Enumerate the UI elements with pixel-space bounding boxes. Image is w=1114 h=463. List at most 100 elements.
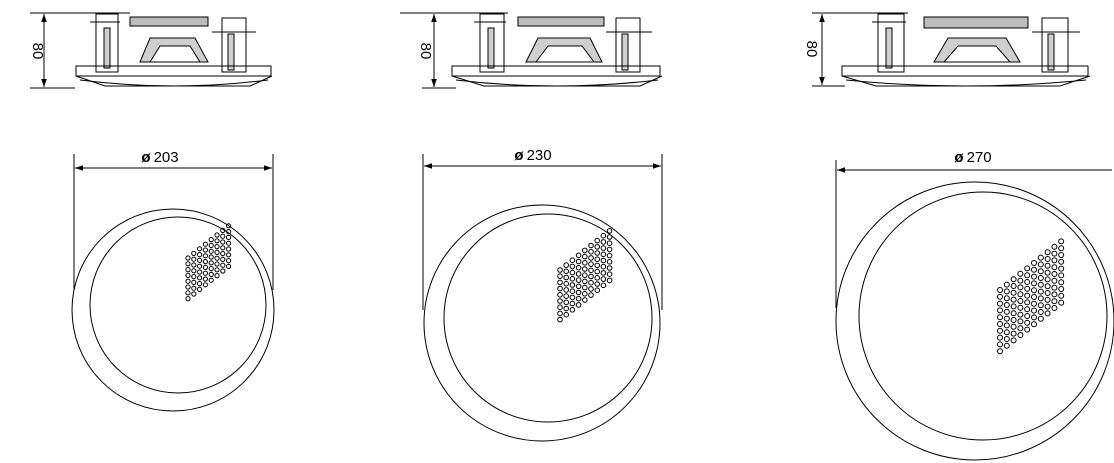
grille-inner-ring-2	[443, 213, 653, 423]
perforation-hole	[1058, 258, 1065, 265]
perforation-hole	[569, 300, 576, 307]
perforation-hole	[1037, 268, 1044, 275]
perforation-hole	[588, 286, 594, 292]
perforation-hole	[1010, 310, 1017, 317]
perforation-hole	[191, 291, 197, 297]
perforation-hole	[997, 327, 1003, 334]
perforation-hole	[582, 291, 588, 297]
perforation-hole	[1010, 330, 1017, 337]
perforation-hole	[185, 255, 191, 261]
perforation-hole	[185, 284, 191, 290]
perforation-hole	[575, 302, 582, 308]
perforation-hole	[214, 267, 220, 273]
perforation-hole	[1051, 284, 1058, 291]
perforation-hole	[575, 295, 582, 302]
perforation-hole	[1031, 273, 1037, 280]
perforation-hole	[202, 270, 208, 276]
perforation-hole	[1017, 318, 1024, 325]
perforation-hole	[185, 290, 191, 296]
perforation-hole	[214, 255, 220, 261]
perforation-hole	[208, 260, 214, 266]
perforation-pattern-1	[185, 223, 232, 302]
perforation-hole	[1037, 275, 1044, 281]
perforation-hole	[191, 279, 197, 285]
perforation-hole	[191, 285, 197, 291]
perforation-hole	[197, 252, 203, 258]
perforation-hole	[197, 263, 203, 269]
perforation-hole	[557, 304, 563, 311]
perforation-hole	[1031, 266, 1037, 273]
perforation-hole	[1010, 276, 1017, 283]
side-view-1	[30, 12, 273, 89]
perforation-hole	[594, 268, 601, 275]
perforation-hole	[1058, 252, 1065, 258]
perforation-hole	[1031, 314, 1037, 321]
perforation-hole	[1010, 289, 1017, 296]
perforation-hole	[588, 255, 594, 261]
perforation-hole	[1037, 281, 1044, 288]
perforation-hole	[1017, 284, 1024, 291]
perforation-hole	[226, 252, 232, 258]
perforation-hole	[997, 321, 1003, 327]
perforation-hole	[1031, 260, 1037, 266]
perforation-hole	[191, 250, 197, 256]
perforation-hole	[594, 275, 601, 281]
perforation-hole	[1003, 302, 1010, 308]
perforation-hole	[197, 269, 203, 275]
perforation-hole	[208, 277, 214, 283]
perforation-hole	[594, 250, 601, 256]
perforation-hole	[606, 265, 613, 271]
perforation-hole	[220, 227, 226, 233]
perforation-hole	[563, 287, 570, 293]
perforation-hole	[1058, 292, 1065, 299]
perforation-hole	[220, 256, 226, 262]
perforation-hole	[1031, 294, 1037, 300]
grille-outer-ring-2	[423, 204, 661, 442]
perforation-hole	[1003, 308, 1010, 315]
perforation-hole	[1044, 262, 1051, 269]
perforation-hole	[588, 273, 594, 280]
perforation-hole	[1017, 277, 1024, 284]
perforation-hole	[185, 272, 191, 278]
perforation-hole	[1003, 329, 1010, 336]
perforation-hole	[997, 314, 1003, 321]
perforation-hole	[600, 282, 607, 289]
perforation-hole	[563, 293, 570, 299]
perforation-hole	[1044, 296, 1051, 303]
perforation-hole	[575, 252, 582, 259]
perforation-hole	[594, 244, 601, 250]
perforation-hole	[600, 239, 607, 245]
perforation-hole	[214, 238, 220, 244]
perforation-hole	[197, 281, 203, 287]
perforation-hole	[569, 269, 576, 276]
perforation-hole	[197, 246, 203, 252]
perforation-hole	[582, 272, 588, 279]
perforation-hole	[226, 240, 232, 246]
perforation-hole	[1024, 313, 1031, 319]
perforation-hole	[1003, 288, 1010, 295]
perforation-hole	[226, 223, 232, 229]
perforation-hole	[997, 287, 1003, 293]
perforation-hole	[1044, 249, 1051, 256]
perforation-hole	[1058, 272, 1065, 279]
perforation-hole	[1010, 317, 1017, 323]
perforation-hole	[557, 292, 563, 298]
perforation-hole	[1058, 299, 1065, 306]
perforation-hole	[1031, 287, 1037, 294]
perforation-hole	[208, 254, 214, 260]
perforation-hole	[202, 282, 208, 288]
perforation-hole	[1051, 291, 1058, 298]
perforation-hole	[220, 268, 226, 274]
perforation-hole	[1031, 280, 1037, 287]
perforation-hole	[563, 280, 570, 287]
perforation-pattern-2	[557, 228, 613, 323]
perforation-hole	[606, 228, 613, 234]
perforation-hole	[575, 258, 582, 265]
perforation-hole	[220, 262, 226, 268]
perforation-hole	[1024, 272, 1031, 279]
perforation-hole	[569, 288, 576, 295]
